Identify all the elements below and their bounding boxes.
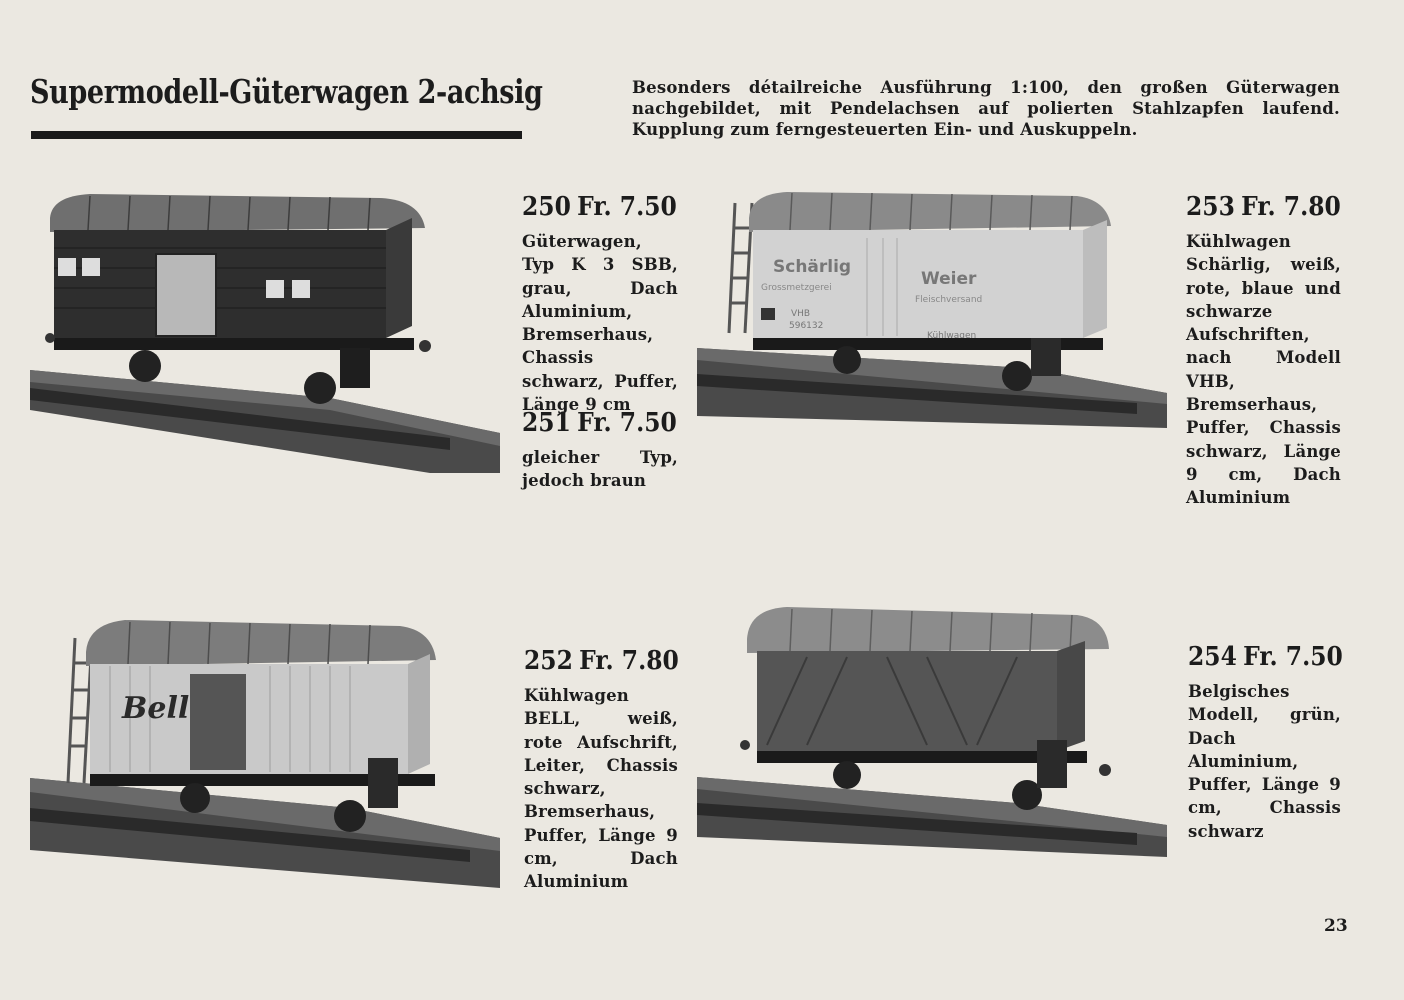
- entry-number: 253: [1186, 192, 1235, 222]
- entry-description: Kühlwagen Schärlig, weiß, rote, blaue un…: [1186, 232, 1341, 508]
- entry-251: 251 Fr. 7.50 gleicher Typ, jedoch braun: [522, 408, 678, 493]
- entry-number: 252: [524, 646, 573, 676]
- entry-description: Belgisches Modell, grün, Dach Aluminium,…: [1188, 682, 1341, 841]
- entry-number: 254: [1188, 642, 1237, 672]
- entry-price: Fr. 7.80: [579, 646, 679, 676]
- entry-description: Güterwagen, Typ K 3 SBB, grau, Dach Alum…: [522, 232, 678, 415]
- boxcar-photo: [697, 607, 1167, 857]
- photo-lettering: Kühlwagen: [927, 331, 976, 341]
- refrigerator-car-photo: Schärlig Weier Grossmetzgerei Fleischver…: [697, 192, 1167, 428]
- photo-lettering: VHB: [791, 309, 810, 319]
- entry-description: gleicher Typ, jedoch braun: [522, 448, 678, 491]
- entry-heading: 252 Fr. 7.80: [524, 646, 679, 676]
- photo-lettering: 596132: [789, 321, 823, 331]
- photo-lettering: Fleischversand: [915, 295, 982, 305]
- photo-lettering: Schärlig: [773, 257, 851, 277]
- entry-price: Fr. 7.50: [1243, 642, 1343, 672]
- page-number: 23: [1324, 916, 1348, 936]
- entry-heading: 250 Fr. 7.50: [522, 192, 677, 222]
- entry-description: Kühlwagen BELL, weiß, rote Aufschrift, L…: [524, 686, 678, 892]
- photo-lettering: Bell: [121, 691, 189, 726]
- photo-lettering: Grossmetzgerei: [761, 283, 832, 293]
- entry-price: Fr. 7.50: [577, 408, 677, 438]
- entry-253: 253 Fr. 7.80 Kühlwagen Schärlig, weiß, r…: [1186, 192, 1341, 510]
- photo-lettering: Weier: [921, 269, 977, 289]
- entry-heading: 251 Fr. 7.50: [522, 408, 677, 438]
- intro-paragraph: Besonders détailreiche Ausführung 1:100,…: [632, 78, 1340, 139]
- entry-number: 250: [522, 192, 571, 222]
- boxcar-photo: [30, 194, 500, 473]
- entry-number: 251: [522, 408, 571, 438]
- entry-price: Fr. 7.50: [577, 192, 677, 222]
- title-underline: [31, 131, 522, 139]
- entry-250: 250 Fr. 7.50 Güterwagen, Typ K 3 SBB, gr…: [522, 192, 678, 416]
- refrigerator-car-photo: Bell: [30, 620, 500, 888]
- page-title: Supermodell-Güterwagen 2-achsig: [30, 72, 543, 111]
- entry-254: 254 Fr. 7.50 Belgisches Modell, grün, Da…: [1188, 642, 1343, 843]
- entry-heading: 254 Fr. 7.50: [1188, 642, 1343, 672]
- entry-heading: 253 Fr. 7.80: [1186, 192, 1341, 222]
- entry-price: Fr. 7.80: [1241, 192, 1341, 222]
- entry-252: 252 Fr. 7.80 Kühlwagen BELL, weiß, rote …: [524, 646, 679, 894]
